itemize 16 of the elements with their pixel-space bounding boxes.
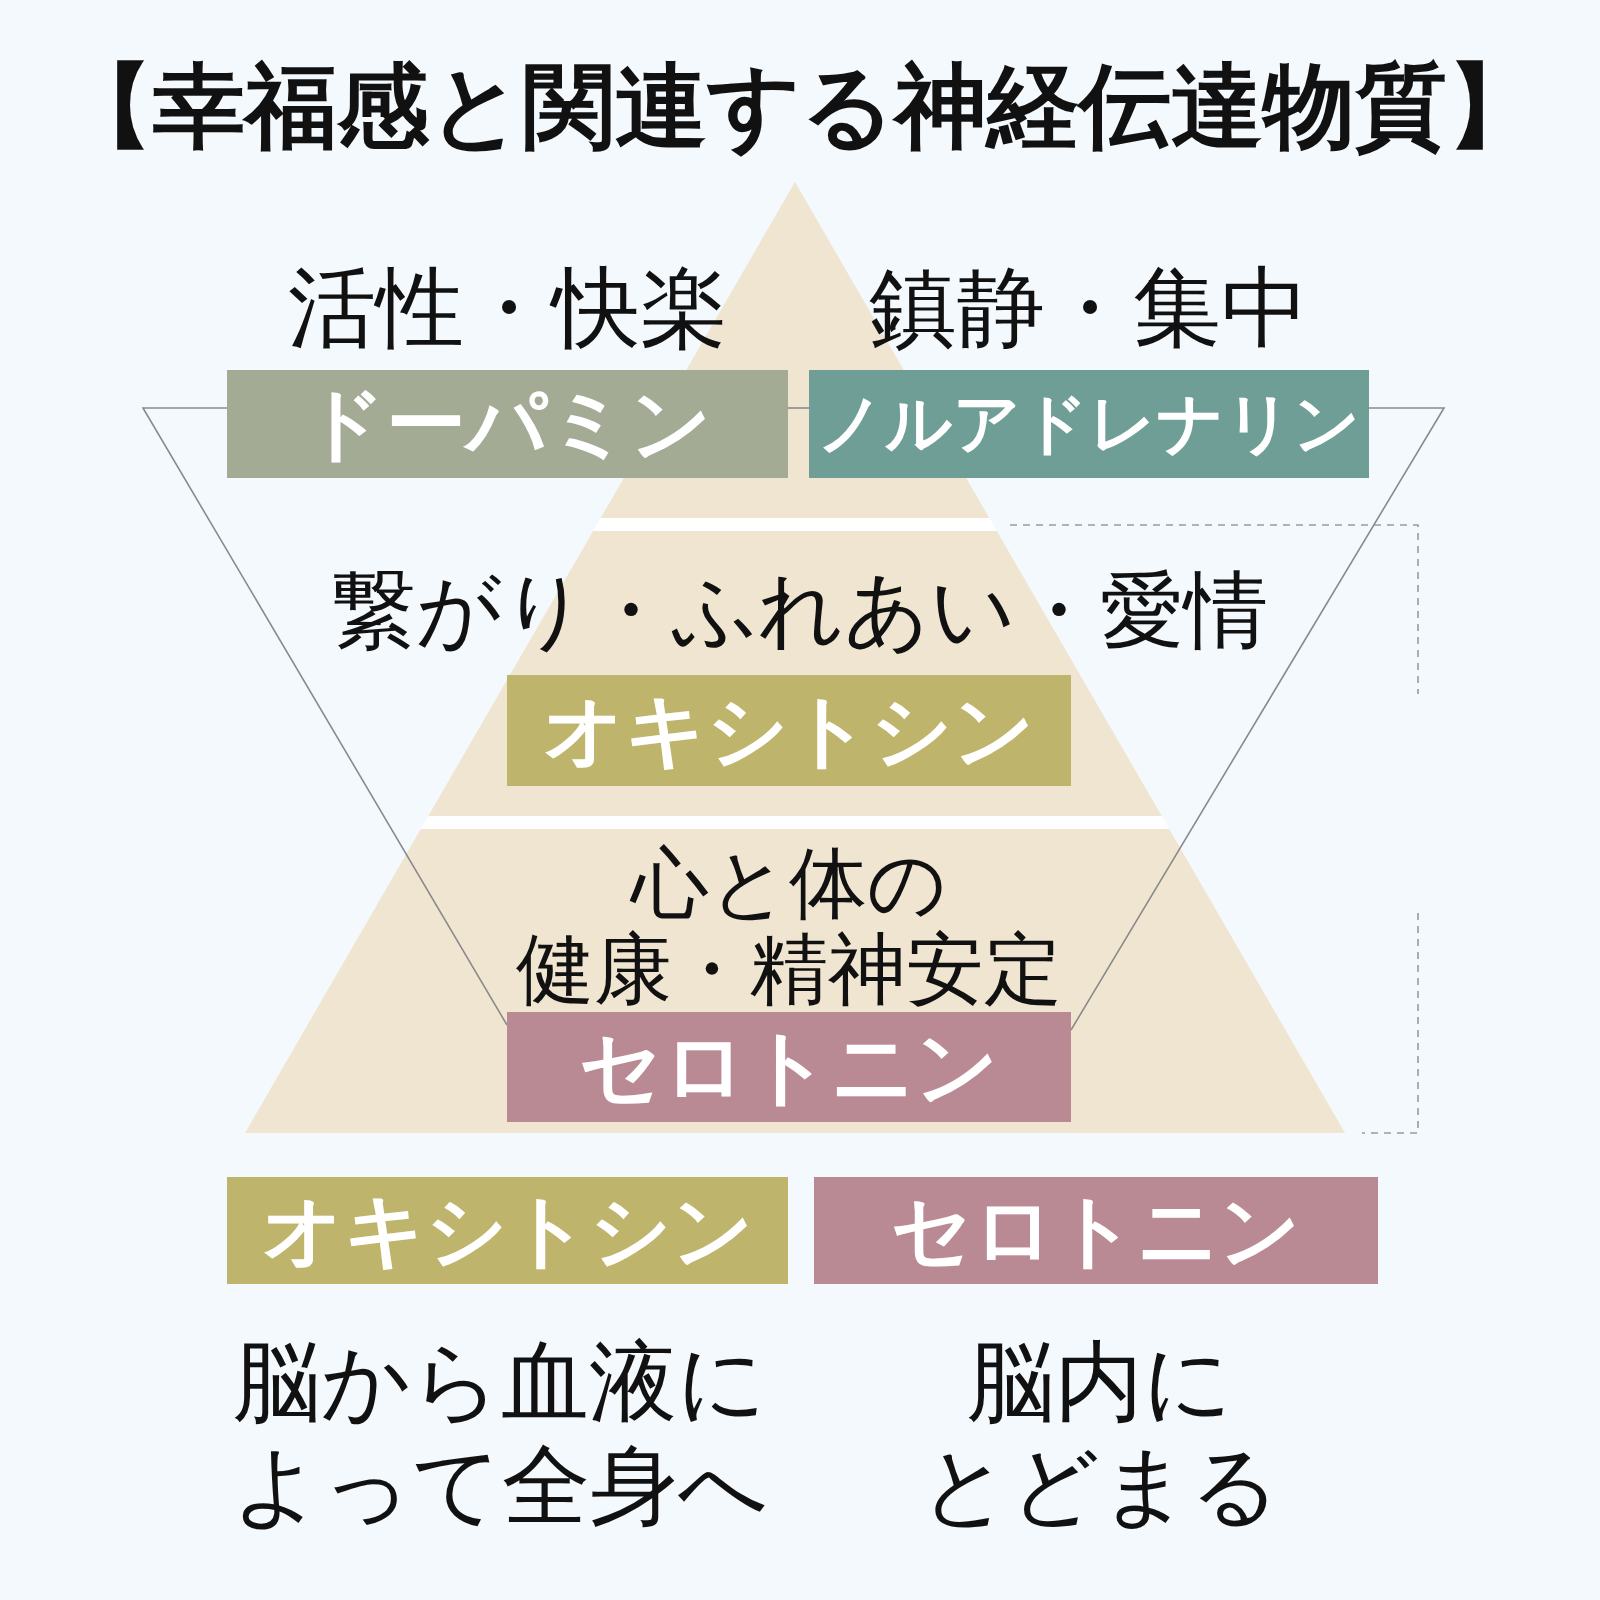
label-banner: ノルアドレナリン [809, 370, 1369, 478]
label-banner: セロトニン [814, 1177, 1378, 1284]
caption-text: 脳内にとどまる [920, 1330, 1280, 1538]
heading-text: 心と体の健康・精神安定 [516, 840, 1062, 1012]
heading-text: 繋がり・ふれあい・愛情 [332, 560, 1268, 660]
title-text: 【幸福感と関連する神経伝達物質】 [61, 52, 1539, 162]
caption-text: 脳から血液によって全身へ [232, 1330, 768, 1538]
label-banner: セロトニン [507, 1012, 1071, 1122]
heading-text: 鎮静・集中 [869, 258, 1309, 358]
label-banner: オキシトシン [507, 675, 1071, 786]
label-banner: オキシトシン [227, 1177, 788, 1284]
connector-line [1070, 407, 1446, 1031]
connector-line [787, 407, 810, 409]
label-banner: ドーパミン [227, 370, 788, 478]
connector-line [141, 407, 508, 1026]
heading-text: 活性・快楽 [287, 258, 728, 358]
